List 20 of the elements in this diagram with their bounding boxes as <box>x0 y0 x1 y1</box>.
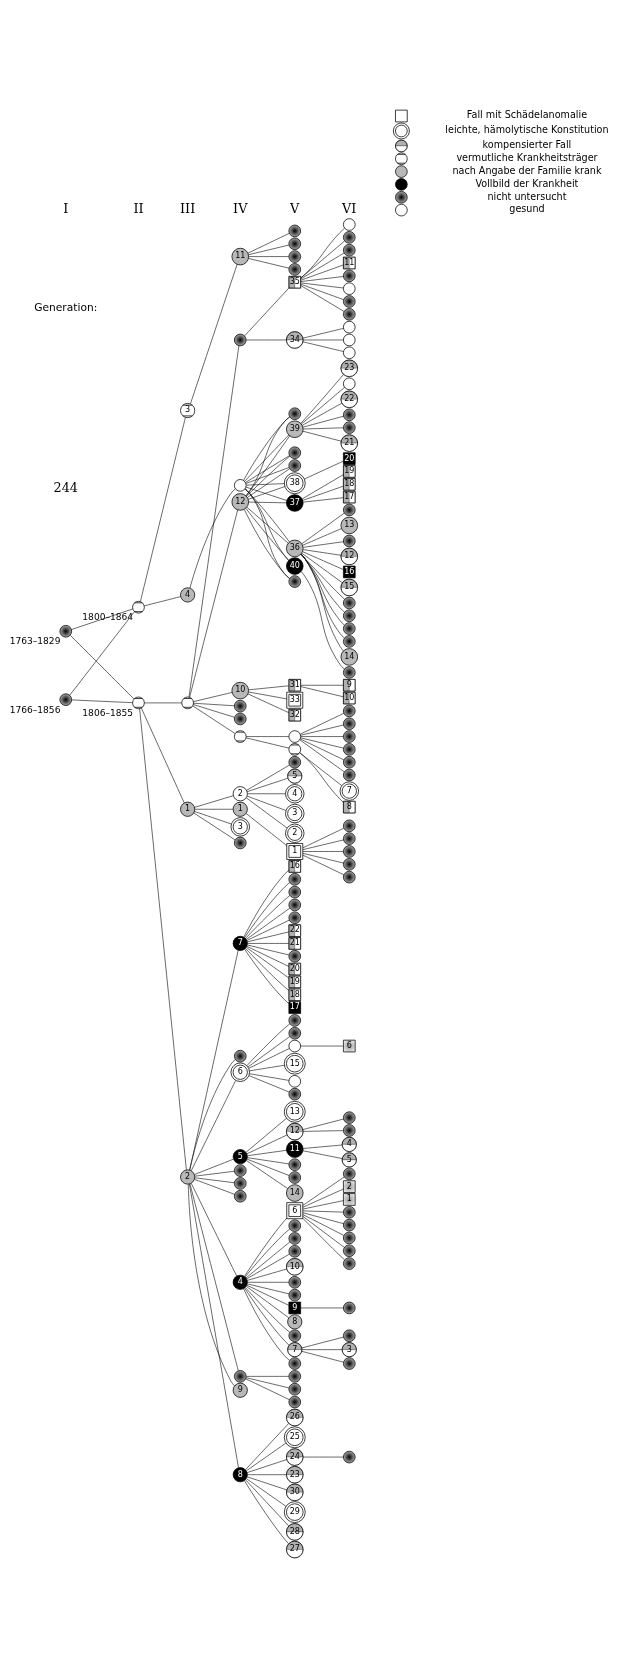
legend-label: nicht untersucht <box>487 190 567 202</box>
legend-label: vermutliche Krankheitsträger <box>456 152 598 164</box>
legend-label: leichte, hämolytische Konstitution <box>445 124 609 136</box>
node-label: 1800–1864 <box>82 612 134 623</box>
label: II <box>133 201 144 217</box>
node-label: 1766–1856 <box>9 704 61 715</box>
legend-label: Vollbild der Krankheit <box>475 177 579 189</box>
legend-label: kompensierter Fall <box>482 139 572 151</box>
label: I <box>63 201 69 217</box>
node-label: 1763–1829 <box>9 636 61 647</box>
label: 244 <box>53 480 79 496</box>
label: IV <box>233 201 248 217</box>
label: V <box>290 201 300 217</box>
label: Generation: <box>34 300 98 314</box>
legend-label: Fall mit Schädelanomalie <box>466 109 588 121</box>
label: III <box>180 201 196 217</box>
label: VI <box>342 201 357 217</box>
node-label: 1806–1855 <box>82 708 134 719</box>
legend-label: gesund <box>509 203 545 215</box>
legend-label: nach Angabe der Familie krank <box>452 164 602 176</box>
